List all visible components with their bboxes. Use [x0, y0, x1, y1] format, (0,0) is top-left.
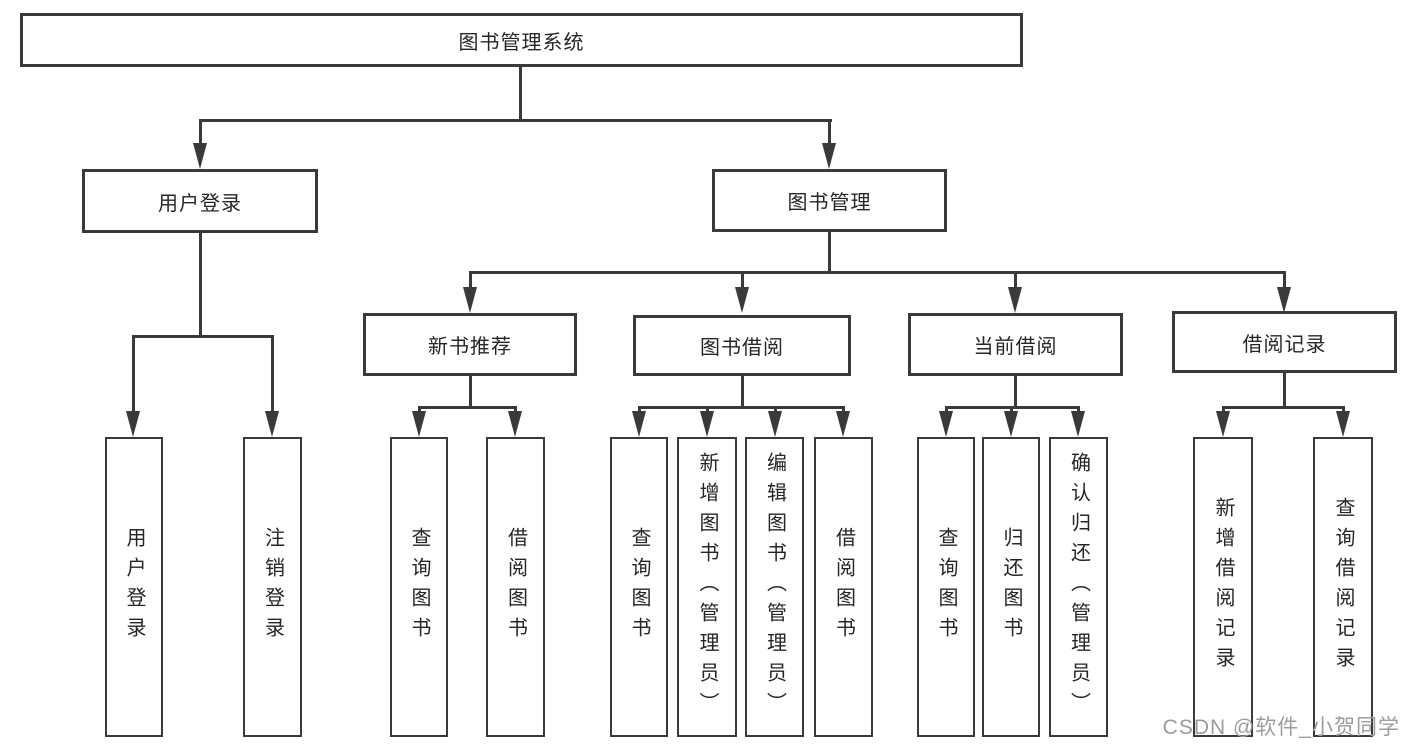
connector-line [418, 406, 517, 409]
connector-line [199, 119, 202, 145]
connector-line [469, 271, 1286, 274]
leaf-return-book: 归还图书 [982, 437, 1040, 737]
connector-line [469, 376, 472, 406]
arrowhead-down-icon [1336, 411, 1350, 437]
leaf-add-borrow-record: 新增借阅记录 [1193, 437, 1253, 737]
connector-line [945, 406, 948, 414]
leaf-borrow-book: 借阅图书 [814, 437, 873, 737]
node-label: 查询图书 [408, 527, 430, 647]
node-user-login: 用户登录 [82, 169, 318, 233]
connector-line [199, 119, 832, 122]
connector-line [638, 406, 641, 414]
node-label: 归还图书 [1000, 527, 1022, 647]
connector-line [199, 233, 202, 335]
leaf-query-books-current: 查询图书 [917, 437, 975, 737]
arrowhead-down-icon [768, 411, 782, 437]
connector-line [1010, 406, 1013, 414]
node-label: 新书推荐 [428, 336, 512, 358]
node-borrowing-records: 借阅记录 [1172, 311, 1397, 373]
arrowhead-down-icon [822, 143, 836, 169]
arrowhead-down-icon [1004, 411, 1018, 437]
node-label: 图书借阅 [700, 337, 784, 359]
connector-line [1077, 406, 1080, 414]
arrowhead-down-icon [939, 411, 953, 437]
connector-line [514, 406, 517, 414]
leaf-query-borrow-record: 查询借阅记录 [1313, 437, 1373, 737]
node-label: 新增借阅记录 [1212, 497, 1234, 677]
connector-line [519, 67, 522, 119]
node-label: 借阅记录 [1242, 333, 1327, 356]
connector-line [132, 335, 274, 338]
leaf-user-login: 用户登录 [105, 437, 163, 737]
arrowhead-down-icon [836, 411, 850, 437]
connector-line [1342, 406, 1345, 414]
arrowhead-down-icon [193, 143, 207, 169]
node-label: 查询借阅记录 [1332, 497, 1354, 677]
connector-line [1283, 271, 1286, 289]
connector-line [842, 406, 845, 414]
arrowhead-down-icon [632, 411, 646, 437]
connector-line [1283, 373, 1286, 406]
node-current-borrowing: 当前借阅 [908, 313, 1123, 376]
arrowhead-down-icon [735, 287, 749, 313]
arrowhead-down-icon [126, 411, 140, 437]
node-label: 借阅图书 [504, 527, 527, 647]
leaf-confirm-return-admin: 确认归还（管理员） [1049, 437, 1108, 737]
connector-line [638, 406, 845, 409]
arrowhead-down-icon [1277, 287, 1291, 313]
connector-line [741, 271, 744, 289]
connector-line [828, 232, 831, 271]
leaf-borrow-books-recommend: 借阅图书 [486, 437, 545, 737]
arrowhead-down-icon [265, 411, 279, 437]
node-label: 借阅图书 [832, 527, 855, 647]
arrowhead-down-icon [412, 411, 426, 437]
connector-line [418, 406, 421, 414]
connector-line [741, 376, 744, 406]
leaf-add-book-admin: 新增图书（管理员） [677, 437, 737, 737]
node-book-borrowing: 图书借阅 [633, 315, 851, 376]
node-label: 图书管理系统 [458, 31, 585, 54]
node-label: 新增图书（管理员） [696, 452, 718, 722]
node-label: 确认归还（管理员） [1067, 452, 1090, 722]
leaf-logout: 注销登录 [243, 437, 302, 737]
node-library-management-system: 图书管理系统 [20, 13, 1023, 67]
node-label: 当前借阅 [973, 336, 1058, 358]
leaf-query-books-borrowing: 查询图书 [610, 437, 668, 737]
connector-line [1222, 406, 1345, 409]
connector-line [1014, 376, 1017, 406]
node-label: 用户登录 [123, 527, 145, 647]
node-new-book-recommendation: 新书推荐 [363, 313, 577, 376]
connector-line [1014, 271, 1017, 289]
connector-line [469, 271, 472, 289]
node-label: 查询图书 [935, 527, 957, 647]
connector-line [706, 406, 709, 414]
connector-line [132, 335, 135, 413]
connector-line [828, 119, 831, 145]
leaf-edit-book-admin: 编辑图书（管理员） [745, 437, 804, 737]
node-label: 查询图书 [628, 527, 650, 647]
arrowhead-down-icon [463, 287, 477, 313]
node-book-management: 图书管理 [712, 169, 947, 232]
arrowhead-down-icon [1216, 411, 1230, 437]
connector-line [774, 406, 777, 414]
arrowhead-down-icon [700, 411, 714, 437]
arrowhead-down-icon [1008, 287, 1022, 313]
csdn-watermark: CSDN @软件_小贺同学 [1162, 716, 1400, 739]
node-label: 编辑图书（管理员） [763, 452, 786, 722]
leaf-query-books-recommend: 查询图书 [390, 437, 448, 737]
node-label: 图书管理 [787, 192, 872, 214]
arrowhead-down-icon [508, 411, 522, 437]
arrowhead-down-icon [1071, 411, 1085, 437]
connector-line [271, 335, 274, 413]
node-label: 用户登录 [158, 192, 242, 215]
connector-line [1222, 406, 1225, 414]
node-label: 注销登录 [261, 527, 284, 647]
